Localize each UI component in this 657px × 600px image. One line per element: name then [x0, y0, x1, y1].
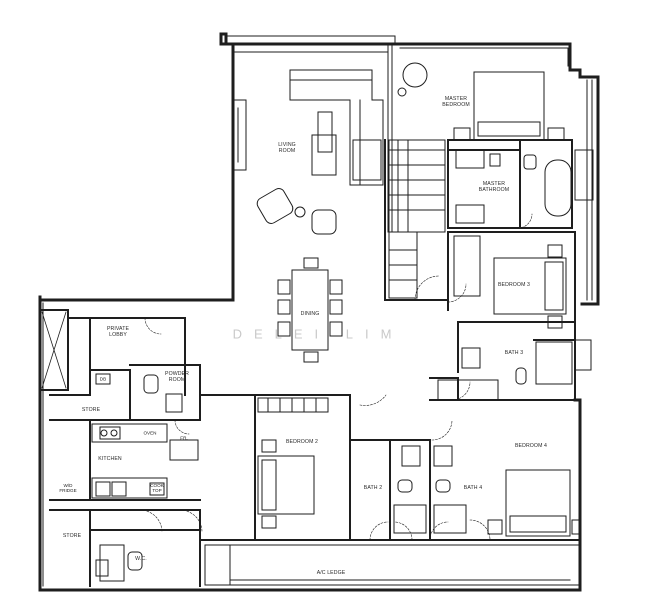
label-master-bathroom: MASTER BATHROOM: [478, 181, 510, 193]
label-store-lower: STORE: [62, 533, 82, 539]
sofa: [289, 69, 384, 186]
wardrobe-strip: [388, 139, 446, 299]
tag-oven: OVEN: [143, 430, 157, 436]
tag-fridge: FR.: [180, 435, 188, 441]
top-wall-detail: [42, 35, 593, 587]
bedroom2-furniture: [257, 397, 329, 529]
coffee-table: [317, 111, 333, 153]
armchairs: [256, 188, 337, 235]
door-swings: [139, 213, 533, 541]
label-powder-room: POWDER ROOM: [165, 371, 189, 383]
tag-cooker: COOK TOP: [150, 483, 164, 493]
label-dining: DINING: [300, 311, 320, 317]
master-bath-walls: [447, 139, 573, 229]
shaft: [41, 311, 67, 389]
dining-table: [277, 257, 343, 363]
label-bath-2: BATH 2: [363, 485, 383, 491]
tag-db: DB: [99, 376, 107, 382]
label-wc: W.C.: [135, 556, 147, 562]
label-bedroom-4: BEDROOM 4: [514, 443, 548, 449]
bedroom3-bed: [453, 235, 567, 329]
label-bedroom-2: BEDROOM 2: [285, 439, 319, 445]
ac-ledge: [204, 544, 581, 586]
powder-fixtures: [95, 373, 183, 413]
label-bath-3: BATH 3: [504, 350, 524, 356]
label-kitchen: KITCHEN: [98, 456, 122, 462]
side-table: [311, 134, 337, 176]
label-store-upper: STORE: [81, 407, 101, 413]
watermark: DELEI LIM: [232, 326, 404, 342]
tv-unit: [233, 99, 247, 171]
bath3-fixtures: [437, 341, 573, 401]
tag-washer-dryer: W/D FRIDGE: [59, 483, 77, 493]
bath24-fixtures: [393, 445, 467, 534]
label-ac-ledge: A/C LEDGE: [316, 570, 346, 576]
label-private-lobby: PRIVATE LOBBY: [106, 326, 130, 338]
label-living-room: LIVING ROOM: [278, 142, 296, 154]
label-master-bedroom: MASTER BEDROOM: [442, 96, 470, 108]
label-bedroom-3: BEDROOM 3: [497, 282, 531, 288]
living-walls: [232, 51, 416, 301]
bath3-walls: [457, 321, 576, 401]
side-balcony: [574, 149, 594, 371]
kitchen-counters: [91, 423, 199, 499]
wc-fixtures: [95, 544, 143, 582]
label-bath-4: BATH 4: [463, 485, 483, 491]
master-bed: [397, 62, 565, 141]
bedroom4-furniture: [487, 469, 581, 537]
bedroom3-walls: [415, 231, 576, 341]
master-bath-fixtures: [455, 149, 572, 224]
lower-walls: [199, 377, 581, 541]
